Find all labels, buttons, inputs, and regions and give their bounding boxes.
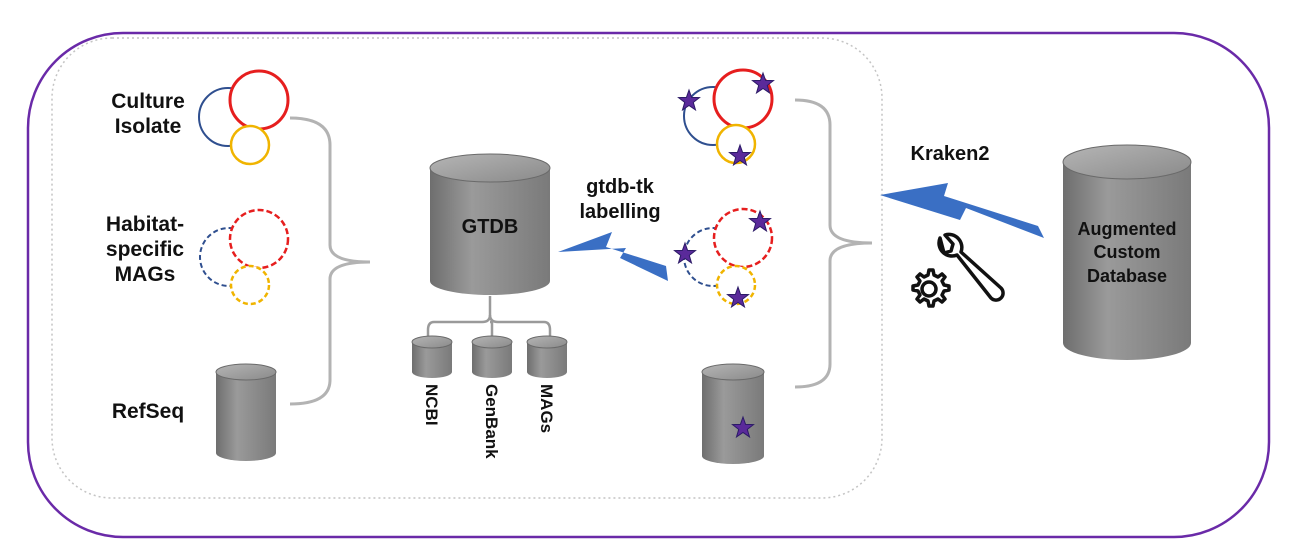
right-bracket	[794, 98, 873, 389]
augmented-line: Augmented	[1077, 219, 1177, 239]
habitat-line: Habitat-	[105, 213, 185, 236]
gtdb-label: GTDB	[461, 216, 519, 238]
database-line: Database	[1086, 265, 1168, 286]
labelled-refseq-cylinder-icon	[701, 363, 765, 464]
kraken2-lightning-bolt-icon	[880, 183, 1044, 238]
genbank-cylinder-icon	[471, 335, 513, 378]
custom-line: Custom	[1093, 242, 1161, 263]
star-icon	[751, 71, 775, 95]
genbank-label: GenBank	[482, 384, 501, 459]
habitat-mags-label: Habitat- specific MAGs	[90, 213, 200, 287]
mags-cylinder-icon	[526, 335, 568, 378]
refseq-label: RefSeq	[111, 400, 185, 423]
culture-isolate-label: Culture Isolate	[98, 90, 198, 140]
mags-line: MAGs	[114, 262, 176, 286]
culture-line: Culture	[111, 90, 185, 113]
gtdbtk-lightning-bolt-icon	[558, 232, 668, 281]
habitat-mags-circles-icon	[199, 208, 290, 306]
gtdbtk-label: gtdb-tk labelling	[565, 175, 675, 225]
kraken2-label: Kraken2	[910, 143, 990, 165]
star-icon	[728, 143, 752, 167]
culture-isolate-circles-icon	[198, 69, 290, 166]
ncbi-label: NCBI	[422, 384, 441, 426]
mags-db-label: MAGs	[537, 384, 556, 434]
augmented-database-label: Augmented Custom Database	[1062, 218, 1192, 288]
ncbi-cylinder-icon	[411, 335, 453, 378]
stars-group	[673, 71, 775, 439]
gtdb-connector-lines	[426, 296, 552, 336]
isolate-line: Isolate	[114, 114, 182, 138]
labelling-line: labelling	[579, 201, 661, 223]
star-icon	[673, 241, 697, 265]
star-icon	[748, 209, 772, 233]
augmented-database-cylinder-icon	[1062, 144, 1192, 360]
star-icon	[726, 285, 750, 309]
gtdb-cylinder-icon	[429, 153, 551, 295]
outer-frame	[26, 31, 1271, 539]
star-icon	[731, 415, 755, 439]
refseq-cylinder-icon	[215, 363, 277, 461]
star-icon	[677, 88, 701, 112]
wrench-gear-icon	[911, 232, 1005, 308]
inner-dotted-frame	[51, 37, 883, 499]
gtdbtk-line: gtdb-tk	[586, 176, 654, 198]
specific-line: specific	[105, 237, 185, 261]
left-bracket	[289, 116, 371, 406]
